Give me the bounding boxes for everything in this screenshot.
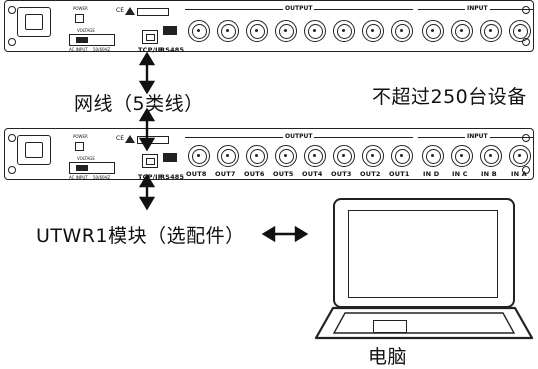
xlr-connector-icon [217,145,239,167]
mount-hole [8,38,16,46]
output-port-label: OUT3 [331,170,352,178]
device-rear-panel-top: POWER VOLTAGE AC INPUT 50/60HZ CE TCP/IP… [4,0,534,54]
iec-power-inlet-icon [17,135,51,165]
input-port-label: IN C [452,170,468,178]
xlr-connector-icon [188,145,210,167]
xlr-connector-icon [362,20,384,42]
output-port-label: OUT5 [273,170,294,178]
xlr-connector-icon [217,20,239,42]
touchpad [373,320,407,333]
computer-caption: 电脑 [368,346,408,368]
power-label: POWER [73,134,88,139]
xlr-connector-icon [480,145,502,167]
laptop-display [348,210,498,298]
ce-mark: CE [116,135,124,142]
power-switch-icon [75,142,84,151]
rs485-label: RS485 [160,173,185,181]
mount-hole [522,6,530,14]
output-port-label: OUT8 [186,170,207,178]
voltage-selector [69,34,115,46]
mount-hole [8,166,16,174]
laptop-icon [333,198,515,308]
max-devices-caption: 不超过250台设备 [372,86,527,108]
xlr-connector-icon [304,145,326,167]
warning-triangle-icon [125,135,135,143]
mount-hole [522,134,530,142]
xlr-connector-icon [304,20,326,42]
output-port-label: OUT1 [389,170,410,178]
double-arrow-icon [138,51,156,95]
voltage-label: VOLTAGE [77,156,95,161]
input-port-label: IN A [511,170,527,178]
xlr-connector-icon [391,20,413,42]
device-rear-panel-bottom: POWER VOLTAGE AC INPUT 50/60HZ CE TCP/IP… [4,128,534,181]
xlr-connector-icon [333,145,355,167]
rs485-terminal [163,26,177,35]
ac-input-label: AC INPUT [69,175,88,180]
output-section-title: OUTPUT [283,133,315,140]
voltage-selector [69,162,115,174]
mount-hole [8,134,16,142]
rs485-terminal [163,153,177,162]
xlr-connector-icon [246,20,268,42]
xlr-connector-icon [275,145,297,167]
output-port-label: OUT2 [360,170,381,178]
xlr-connector-icon [451,145,473,167]
voltage-label: VOLTAGE [77,28,95,33]
xlr-connector-icon [391,145,413,167]
xlr-connector-icon [422,20,444,42]
xlr-connector-icon [480,20,502,42]
rj45-port-icon [142,30,158,44]
rs485-label: RS485 [160,46,185,54]
ac-input-label: AC INPUT [69,47,88,52]
input-section-title: INPUT [465,5,490,12]
xlr-connector-icon [275,20,297,42]
module-caption: UTWR1模块（选配件） [36,225,245,247]
xlr-connector-icon [451,20,473,42]
output-port-label: OUT4 [302,170,323,178]
double-arrow-icon [261,225,309,243]
output-port-label: OUT6 [244,170,265,178]
warning-label-plate [137,8,169,16]
input-port-label: IN B [481,170,497,178]
mount-hole [8,6,16,14]
tcpip-label: TCP/IP [138,46,163,54]
input-port-label: IN D [423,170,440,178]
xlr-connector-icon [362,145,384,167]
frequency-label: 50/60HZ [93,47,111,52]
frequency-label: 50/60HZ [93,175,111,180]
iec-power-inlet-icon [17,7,51,37]
ce-mark: CE [116,7,124,14]
output-port-label: OUT7 [215,170,236,178]
warning-triangle-icon [125,7,135,15]
xlr-connector-icon [246,145,268,167]
xlr-connector-icon [422,145,444,167]
output-section-title: OUTPUT [283,5,315,12]
rj45-port-icon [142,154,158,168]
input-section-title: INPUT [465,133,490,140]
xlr-connector-icon [333,20,355,42]
mount-hole [522,166,530,174]
power-switch-icon [75,14,84,23]
power-label: POWER [73,6,88,11]
xlr-connector-icon [509,145,531,167]
warning-label-plate [137,136,169,144]
xlr-connector-icon [188,20,210,42]
xlr-connector-icon [509,20,531,42]
cable-caption: 网线（5类线） [74,93,204,115]
